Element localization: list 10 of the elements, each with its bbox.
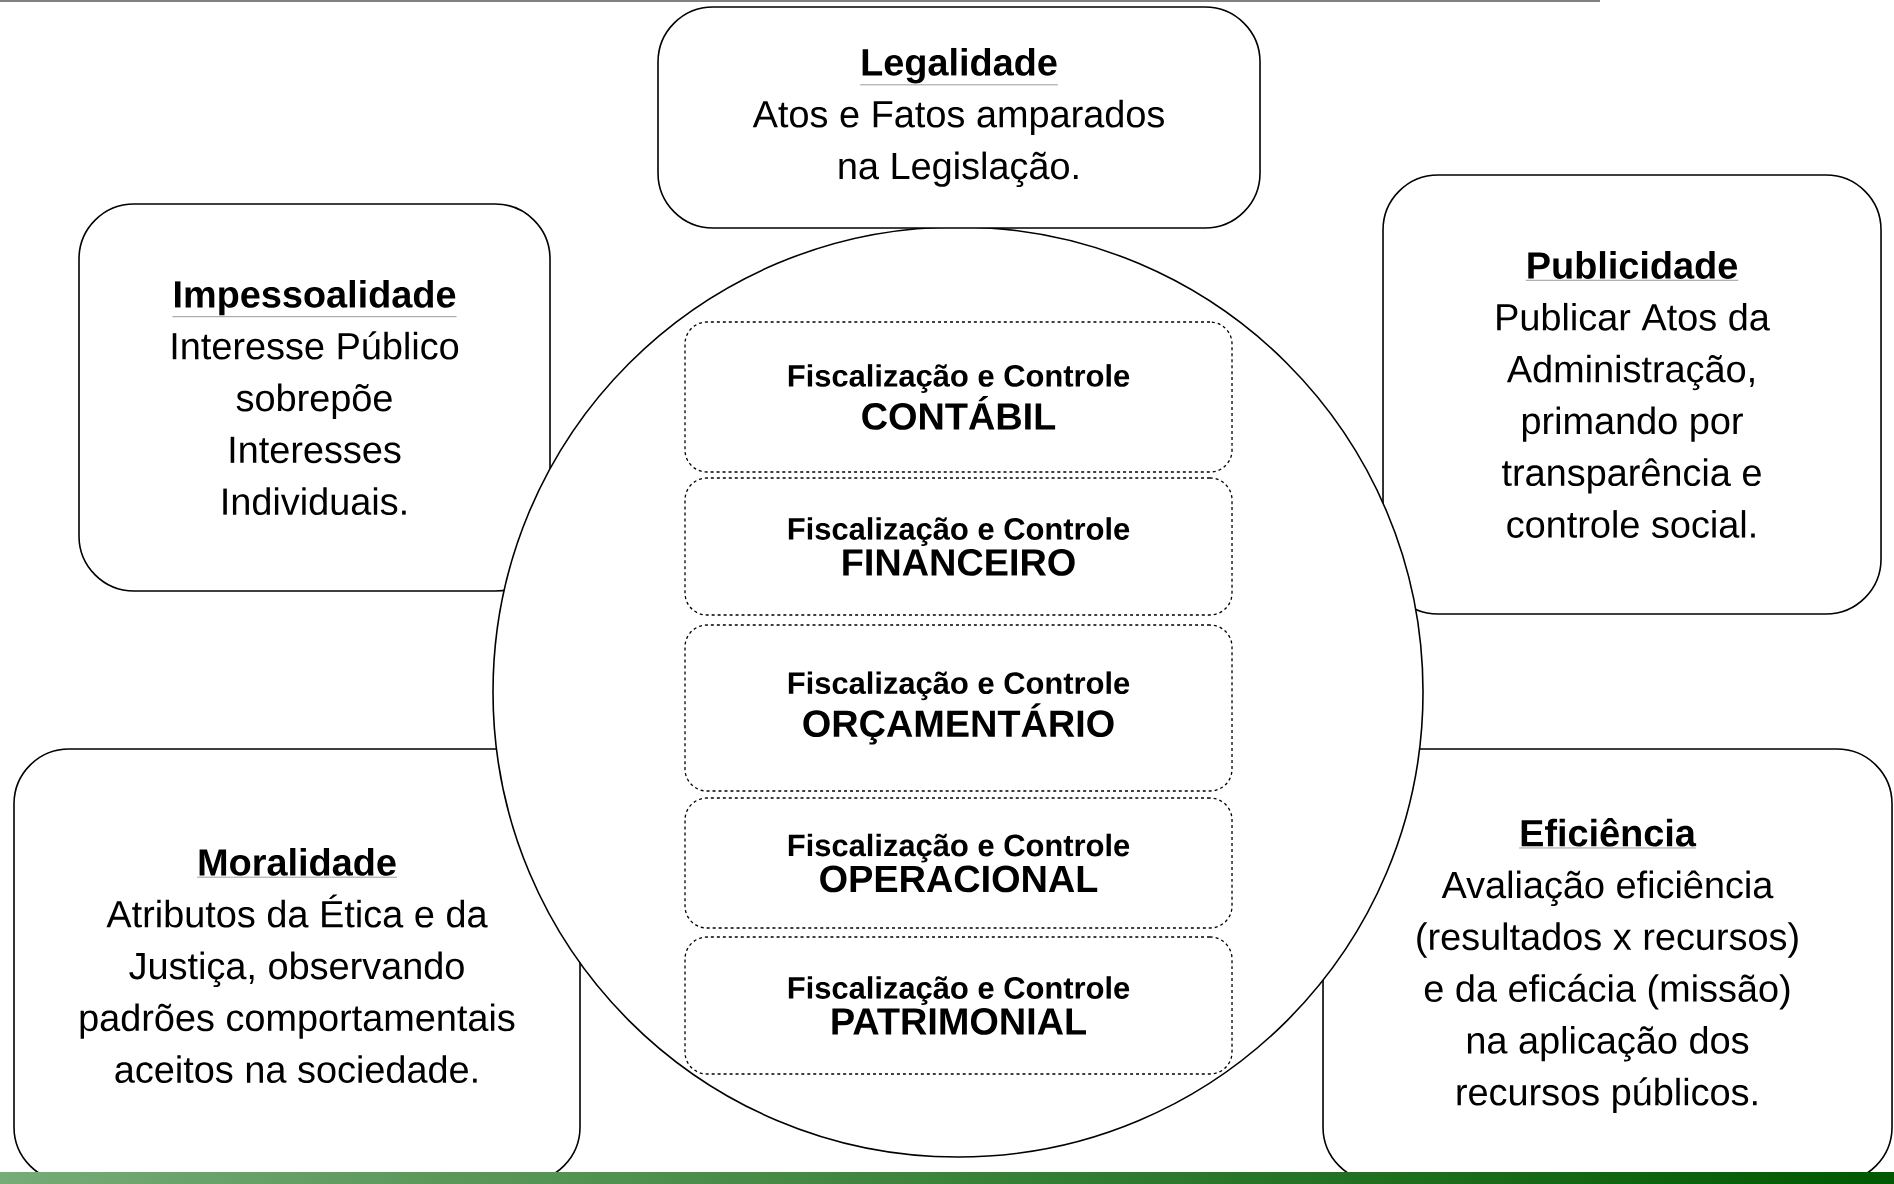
dashed-box: Fiscalização e Controle CONTÁBIL bbox=[684, 321, 1233, 473]
rounded-box: Publicidade Publicar Atos da Administração, primando por transparência e controle social. bbox=[1382, 174, 1882, 615]
rounded-box: Moralidade Atributos da Ética e da Justiça, observando padrões comportamentais aceitos na sociedade. bbox=[13, 748, 581, 1183]
dashed-box: Fiscalização e Controle PATRIMONIAL bbox=[684, 936, 1233, 1075]
dashed-box: Fiscalização e Controle ORÇAMENTÁRIO bbox=[684, 624, 1233, 792]
rounded-box: Impessoalidade Interesse Público sobrepõe Interesses Individuais. bbox=[78, 203, 551, 592]
dashed-box: Fiscalização e Controle FINANCEIRO bbox=[684, 477, 1233, 616]
rounded-box: Eficiência Avaliação eficiência (resultados x recursos) e da eficácia (missão) na aplicação dos recursos públicos. bbox=[1322, 748, 1893, 1183]
rounded-box: Legalidade Atos e Fatos amparados na Legislação. bbox=[657, 6, 1261, 229]
dashed-box: Fiscalização e Controle OPERACIONAL bbox=[684, 797, 1233, 929]
